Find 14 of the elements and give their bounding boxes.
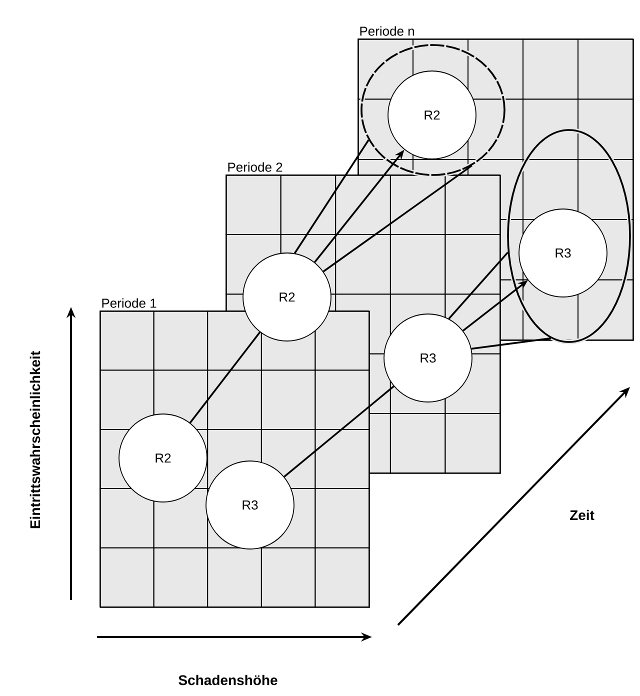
connector-line xyxy=(284,386,394,478)
connector-line xyxy=(322,164,472,272)
enclosing-ring xyxy=(359,42,507,178)
axis-label: Eintrittswahrscheinlichkeit xyxy=(30,351,40,528)
connector-line xyxy=(294,140,370,254)
enclosing-ellipse xyxy=(506,128,632,344)
node-label: Periode 1 xyxy=(102,298,156,308)
connector-line xyxy=(471,337,552,350)
axis-label: Zeit xyxy=(570,510,594,520)
connector-line xyxy=(448,252,509,320)
node-label: Periode n xyxy=(360,26,414,36)
axis-label: Schadenshöhe xyxy=(178,674,278,686)
connector-line xyxy=(189,332,261,424)
node-label: Periode 2 xyxy=(228,162,282,172)
